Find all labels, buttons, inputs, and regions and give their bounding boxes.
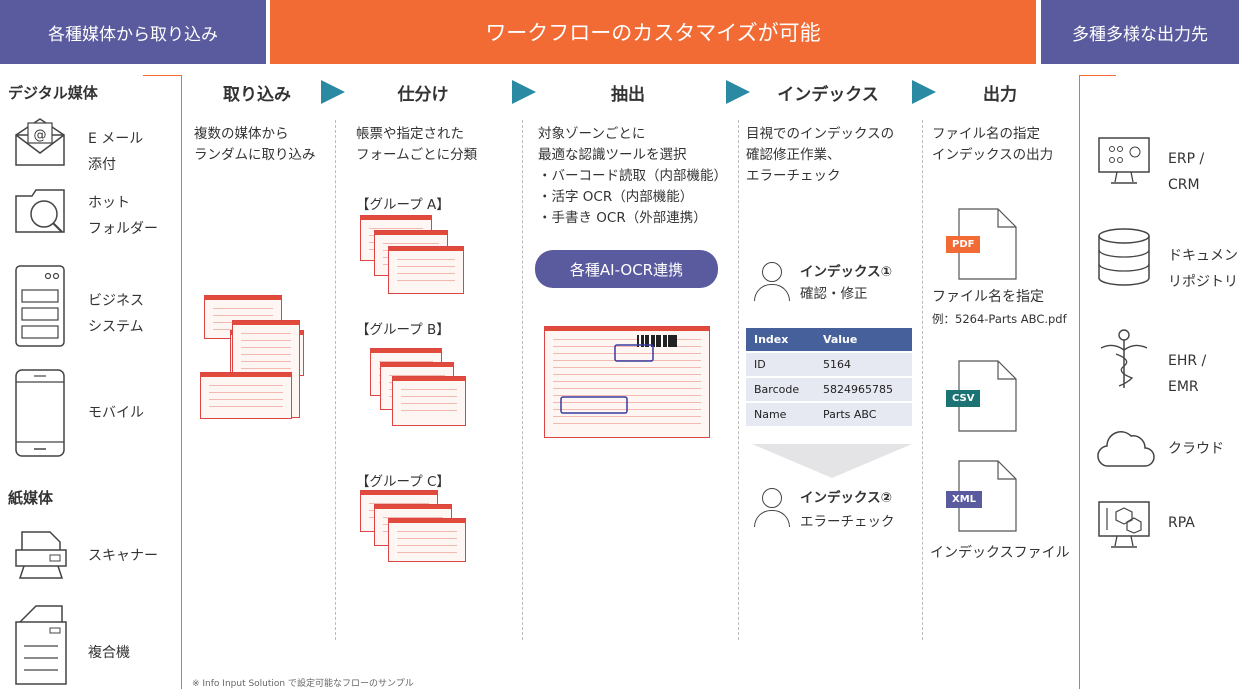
index-cell: Barcode xyxy=(746,376,815,402)
stage-index-desc: 目視でのインデックスの 確認修正作業、 エラーチェック xyxy=(746,126,895,184)
stage-output-title: 出力 xyxy=(983,85,1017,105)
flow-arrow-1 xyxy=(321,80,345,104)
index-cell: ID xyxy=(746,351,815,377)
index-cell: Name xyxy=(746,401,815,426)
flow-arrow-3 xyxy=(726,80,750,104)
caduceus-medical-icon xyxy=(1100,329,1148,388)
captured-document xyxy=(200,372,292,419)
flow-arrow-4 xyxy=(912,80,936,104)
divider-2 xyxy=(522,120,523,640)
index-file-label: インデックスファイル xyxy=(930,545,1070,561)
stage-output-desc: ファイル名の指定 インデックスの出力 xyxy=(932,126,1054,163)
stage-classify-desc: 帳票や指定された フォームごとに分類 xyxy=(356,126,478,163)
erp-crm-icon xyxy=(1098,137,1150,184)
operator-2-icon xyxy=(752,488,792,528)
index-table-header: Value xyxy=(814,328,912,352)
group-b-document xyxy=(392,376,466,426)
group-a-label: 【グループ A】 xyxy=(356,197,450,213)
document-repository-icon xyxy=(1098,228,1150,286)
table-row: ID 5164 xyxy=(746,351,912,377)
dest-cloud-label: クラウド xyxy=(1168,441,1224,457)
input-email-label: E メール 添付 xyxy=(88,131,144,173)
dest-repository-label: ドキュメン リポジトリ xyxy=(1168,248,1238,290)
dest-erp-crm-label: ERP / CRM xyxy=(1168,151,1205,193)
table-row: Name Parts ABC xyxy=(746,401,912,426)
index-table: Index Value ID 5164 Barcode 5824965785 N… xyxy=(746,328,912,426)
index-table-header: Index xyxy=(746,328,815,352)
email-icon: @ xyxy=(15,118,65,166)
stage-extract-title: 抽出 xyxy=(611,85,645,105)
pdf-file-icon xyxy=(958,208,1017,280)
filename-title: ファイル名を指定 xyxy=(932,289,1044,305)
ai-ocr-integration-badge: 各種AI-OCR連携 xyxy=(535,250,718,288)
group-c-document xyxy=(388,518,466,562)
input-mobile-label: モバイル xyxy=(88,405,144,421)
stage-classify-title: 仕分け xyxy=(397,85,449,105)
multifunction-printer-icon xyxy=(15,605,67,685)
right-panel-border xyxy=(1079,75,1116,689)
dest-rpa-label: RPA xyxy=(1168,515,1195,531)
group-c-label: 【グループ C】 xyxy=(356,474,450,490)
group-b-label: 【グループ B】 xyxy=(356,322,450,338)
dest-ehr-emr-label: EHR / EMR xyxy=(1168,353,1207,395)
svg-text:@: @ xyxy=(34,128,47,143)
flow-arrow-2 xyxy=(512,80,536,104)
index-step1-title: インデックス① xyxy=(800,264,893,280)
input-hot-folder-label: ホット フォルダー xyxy=(88,195,158,237)
business-system-icon xyxy=(15,265,65,347)
footnote: ※ Info Input Solution で設定可能なフローのサンプル xyxy=(192,679,414,689)
value-cell: 5164 xyxy=(814,351,912,377)
banner-workflow-customizable: ワークフローのカスタマイズが可能 xyxy=(270,0,1036,64)
xml-tag: XML xyxy=(946,491,983,508)
divider-1 xyxy=(335,120,336,640)
value-cell: 5824965785 xyxy=(814,376,912,402)
index-step2-title: インデックス② xyxy=(800,490,893,506)
extract-document-sample xyxy=(544,326,710,438)
hot-folder-icon xyxy=(15,189,65,233)
filename-example: 例：5264-Parts ABC.pdf xyxy=(932,312,1067,326)
banner-output-destinations: 多種多様な出力先 xyxy=(1041,0,1239,64)
input-scanner-label: スキャナー xyxy=(88,548,158,564)
input-business-system-label: ビジネス システム xyxy=(88,293,144,335)
paper-media-title: 紙媒体 xyxy=(8,489,54,507)
down-chevron-icon xyxy=(752,444,912,478)
banner-input-sources: 各種媒体から取り込み xyxy=(0,0,266,64)
pdf-tag: PDF xyxy=(946,236,981,253)
group-a-document xyxy=(388,246,464,294)
index-step1-sub: 確認・修正 xyxy=(800,286,868,302)
rpa-icon xyxy=(1098,501,1150,548)
barcode-zone-icon xyxy=(560,335,677,414)
stage-extract-desc: 対象ゾーンごとに 最適な認識ツールを選択 ・バーコード読取（内部機能） ・活字 … xyxy=(538,126,727,226)
divider-4 xyxy=(922,120,923,640)
stage-index-title: インデックス xyxy=(777,85,879,105)
divider-3 xyxy=(738,120,739,640)
xml-file-icon xyxy=(958,460,1017,532)
stage-capture-title: 取り込み xyxy=(223,85,291,105)
cloud-icon xyxy=(1097,431,1155,467)
left-panel-border xyxy=(143,75,182,689)
csv-file-icon xyxy=(958,360,1017,432)
operator-1-icon xyxy=(752,262,792,302)
table-row: Barcode 5824965785 xyxy=(746,376,912,402)
csv-tag: CSV xyxy=(946,390,981,407)
value-cell: Parts ABC xyxy=(814,401,912,426)
stage-capture-desc: 複数の媒体から ランダムに取り込み xyxy=(194,126,316,163)
scanner-icon xyxy=(15,531,67,579)
index-step2-sub: エラーチェック xyxy=(800,514,895,530)
digital-media-title: デジタル媒体 xyxy=(8,84,98,102)
mobile-icon xyxy=(15,369,65,457)
input-mfp-label: 複合機 xyxy=(88,645,130,661)
